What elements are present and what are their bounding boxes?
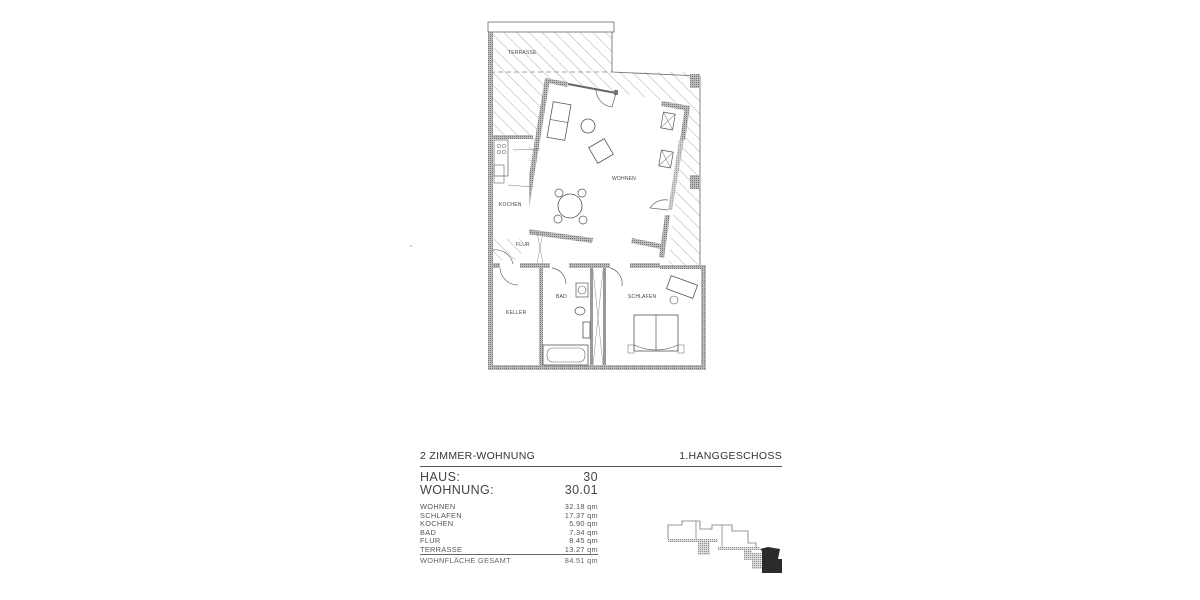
room-row: BAD 7.34 qm [420,527,598,538]
room-name: FLUR [420,536,441,545]
apartment-type: 2 ZIMMER-WOHNUNG [420,450,536,462]
room-name: BAD [420,527,437,537]
room-label-bad: BAD [556,294,567,300]
wall-kitchen-top [493,135,533,139]
room-label-keller: KELLER [506,310,527,316]
room-name: SCHLAFEN [420,510,462,520]
room-area: 13.27 qm [564,544,598,554]
room-name: KOCHEN [420,519,454,528]
room-label-wohnen: WOHNEN [612,176,636,182]
floor-label: 1.HANGGESCHOSS [679,450,782,462]
haus-row: HAUS: 30 [420,471,782,484]
room-area: 32.18 qm [564,502,598,511]
bedroom: SCHLAFEN [609,267,699,354]
kitchen: KOCHEN [493,139,541,239]
room-name: WOHNEN [420,502,456,511]
room-label-terrasse: TERRASSE [508,50,537,56]
wohnung-label: WOHNUNG: [420,483,495,497]
room-label-kochen: KOCHEN [499,202,522,208]
bathroom: BAD [542,267,604,366]
haus-value: 30 [583,470,598,484]
lower-walls [488,263,706,370]
room-area: 17.37 qm [564,510,598,520]
room-area-table: WOHNEN 32.18 qm SCHLAFEN 17.37 qm KOCHEN 5.… [420,502,598,565]
wall-left [488,32,493,267]
room-label-schlafen: SCHLAFEN [628,294,656,300]
room-row: TERRASSE 13.27 qm [420,544,598,555]
terrace-area: TERRASSE [487,21,701,268]
pillar [690,74,700,88]
wohnung-row: WOHNUNG: 30.01 [420,484,782,497]
living-room: WOHNEN [519,78,690,258]
room-row: FLUR 8.45 qm [420,536,598,546]
room-row: KOCHEN 5.90 qm [420,519,598,529]
room-area: 5.90 qm [569,519,598,528]
total-row: WOHNFLÄCHE GESAMT 84.51 qm [420,555,598,565]
total-label: WOHNFLÄCHE GESAMT [420,556,511,565]
room-area: 7.34 qm [569,527,598,537]
info-header: 2 ZIMMER-WOHNUNG 1.HANGGESCHOSS [420,450,782,467]
room-row: WOHNEN 32.18 qm [420,502,598,512]
pillar [690,175,700,189]
room-row: SCHLAFEN 17.37 qm [420,510,598,521]
room-label-flur: FLUR [516,242,530,248]
room-name: TERRASSE [420,544,463,554]
apartment-info: 2 ZIMMER-WOHNUNG 1.HANGGESCHOSS HAUS: 30… [420,450,782,565]
wohnung-value: 30.01 [564,483,598,497]
total-value: 84.51 qm [564,556,598,565]
hallway: FLUR [492,231,544,265]
room-area: 8.45 qm [569,536,598,545]
keller: KELLER [499,267,527,316]
building-key-plan [667,520,782,573]
haus-label: HAUS: [420,470,461,484]
